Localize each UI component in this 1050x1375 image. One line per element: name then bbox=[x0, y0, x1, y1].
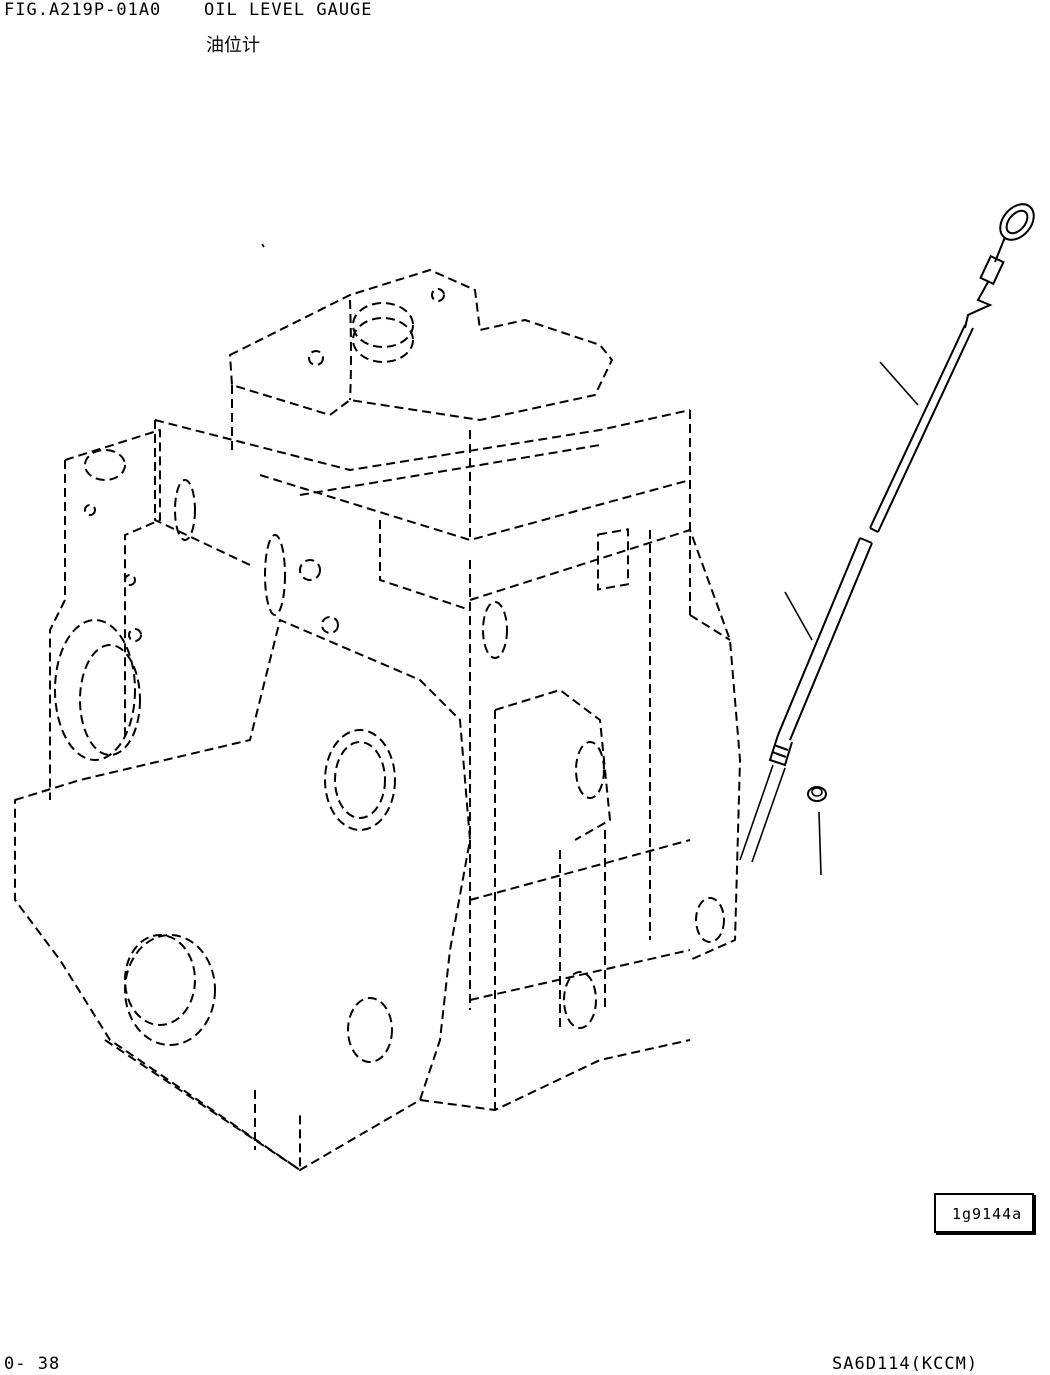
leader-lines bbox=[261, 243, 919, 876]
leader-dipstick bbox=[879, 361, 919, 406]
o-ring bbox=[807, 786, 827, 802]
figure-code: FIG.A219P-01A0 bbox=[4, 0, 162, 20]
engine-block bbox=[14, 269, 741, 1171]
figure-title: OIL LEVEL GAUGE bbox=[204, 0, 373, 20]
reference-code: 1g9144a bbox=[952, 1205, 1023, 1223]
dipstick bbox=[869, 203, 1035, 533]
model-designation: SA6D114(KCCM) bbox=[832, 1354, 979, 1374]
leader-o-ring bbox=[818, 811, 822, 876]
page-number: 0- 38 bbox=[4, 1354, 61, 1374]
reference-code-box: 1g9144a bbox=[934, 1193, 1034, 1233]
figure-title-chinese: 油位计 bbox=[206, 35, 260, 56]
leader-guide-tube bbox=[784, 591, 813, 641]
guide-tube bbox=[739, 537, 873, 863]
